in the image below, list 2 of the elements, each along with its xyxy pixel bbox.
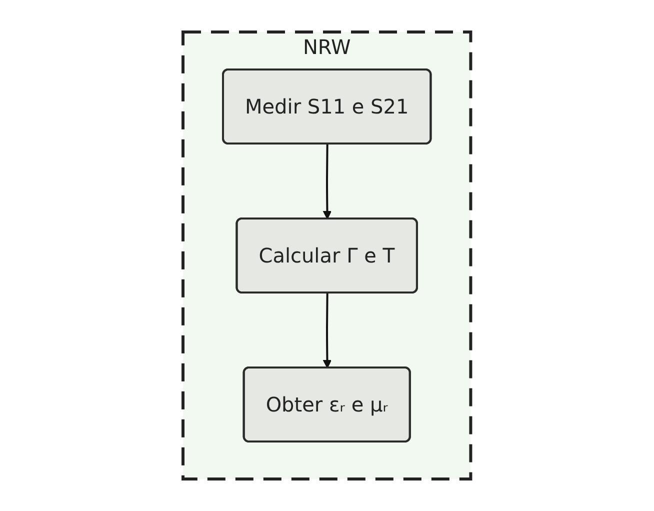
arrow xyxy=(322,292,332,368)
arrow xyxy=(322,144,332,220)
